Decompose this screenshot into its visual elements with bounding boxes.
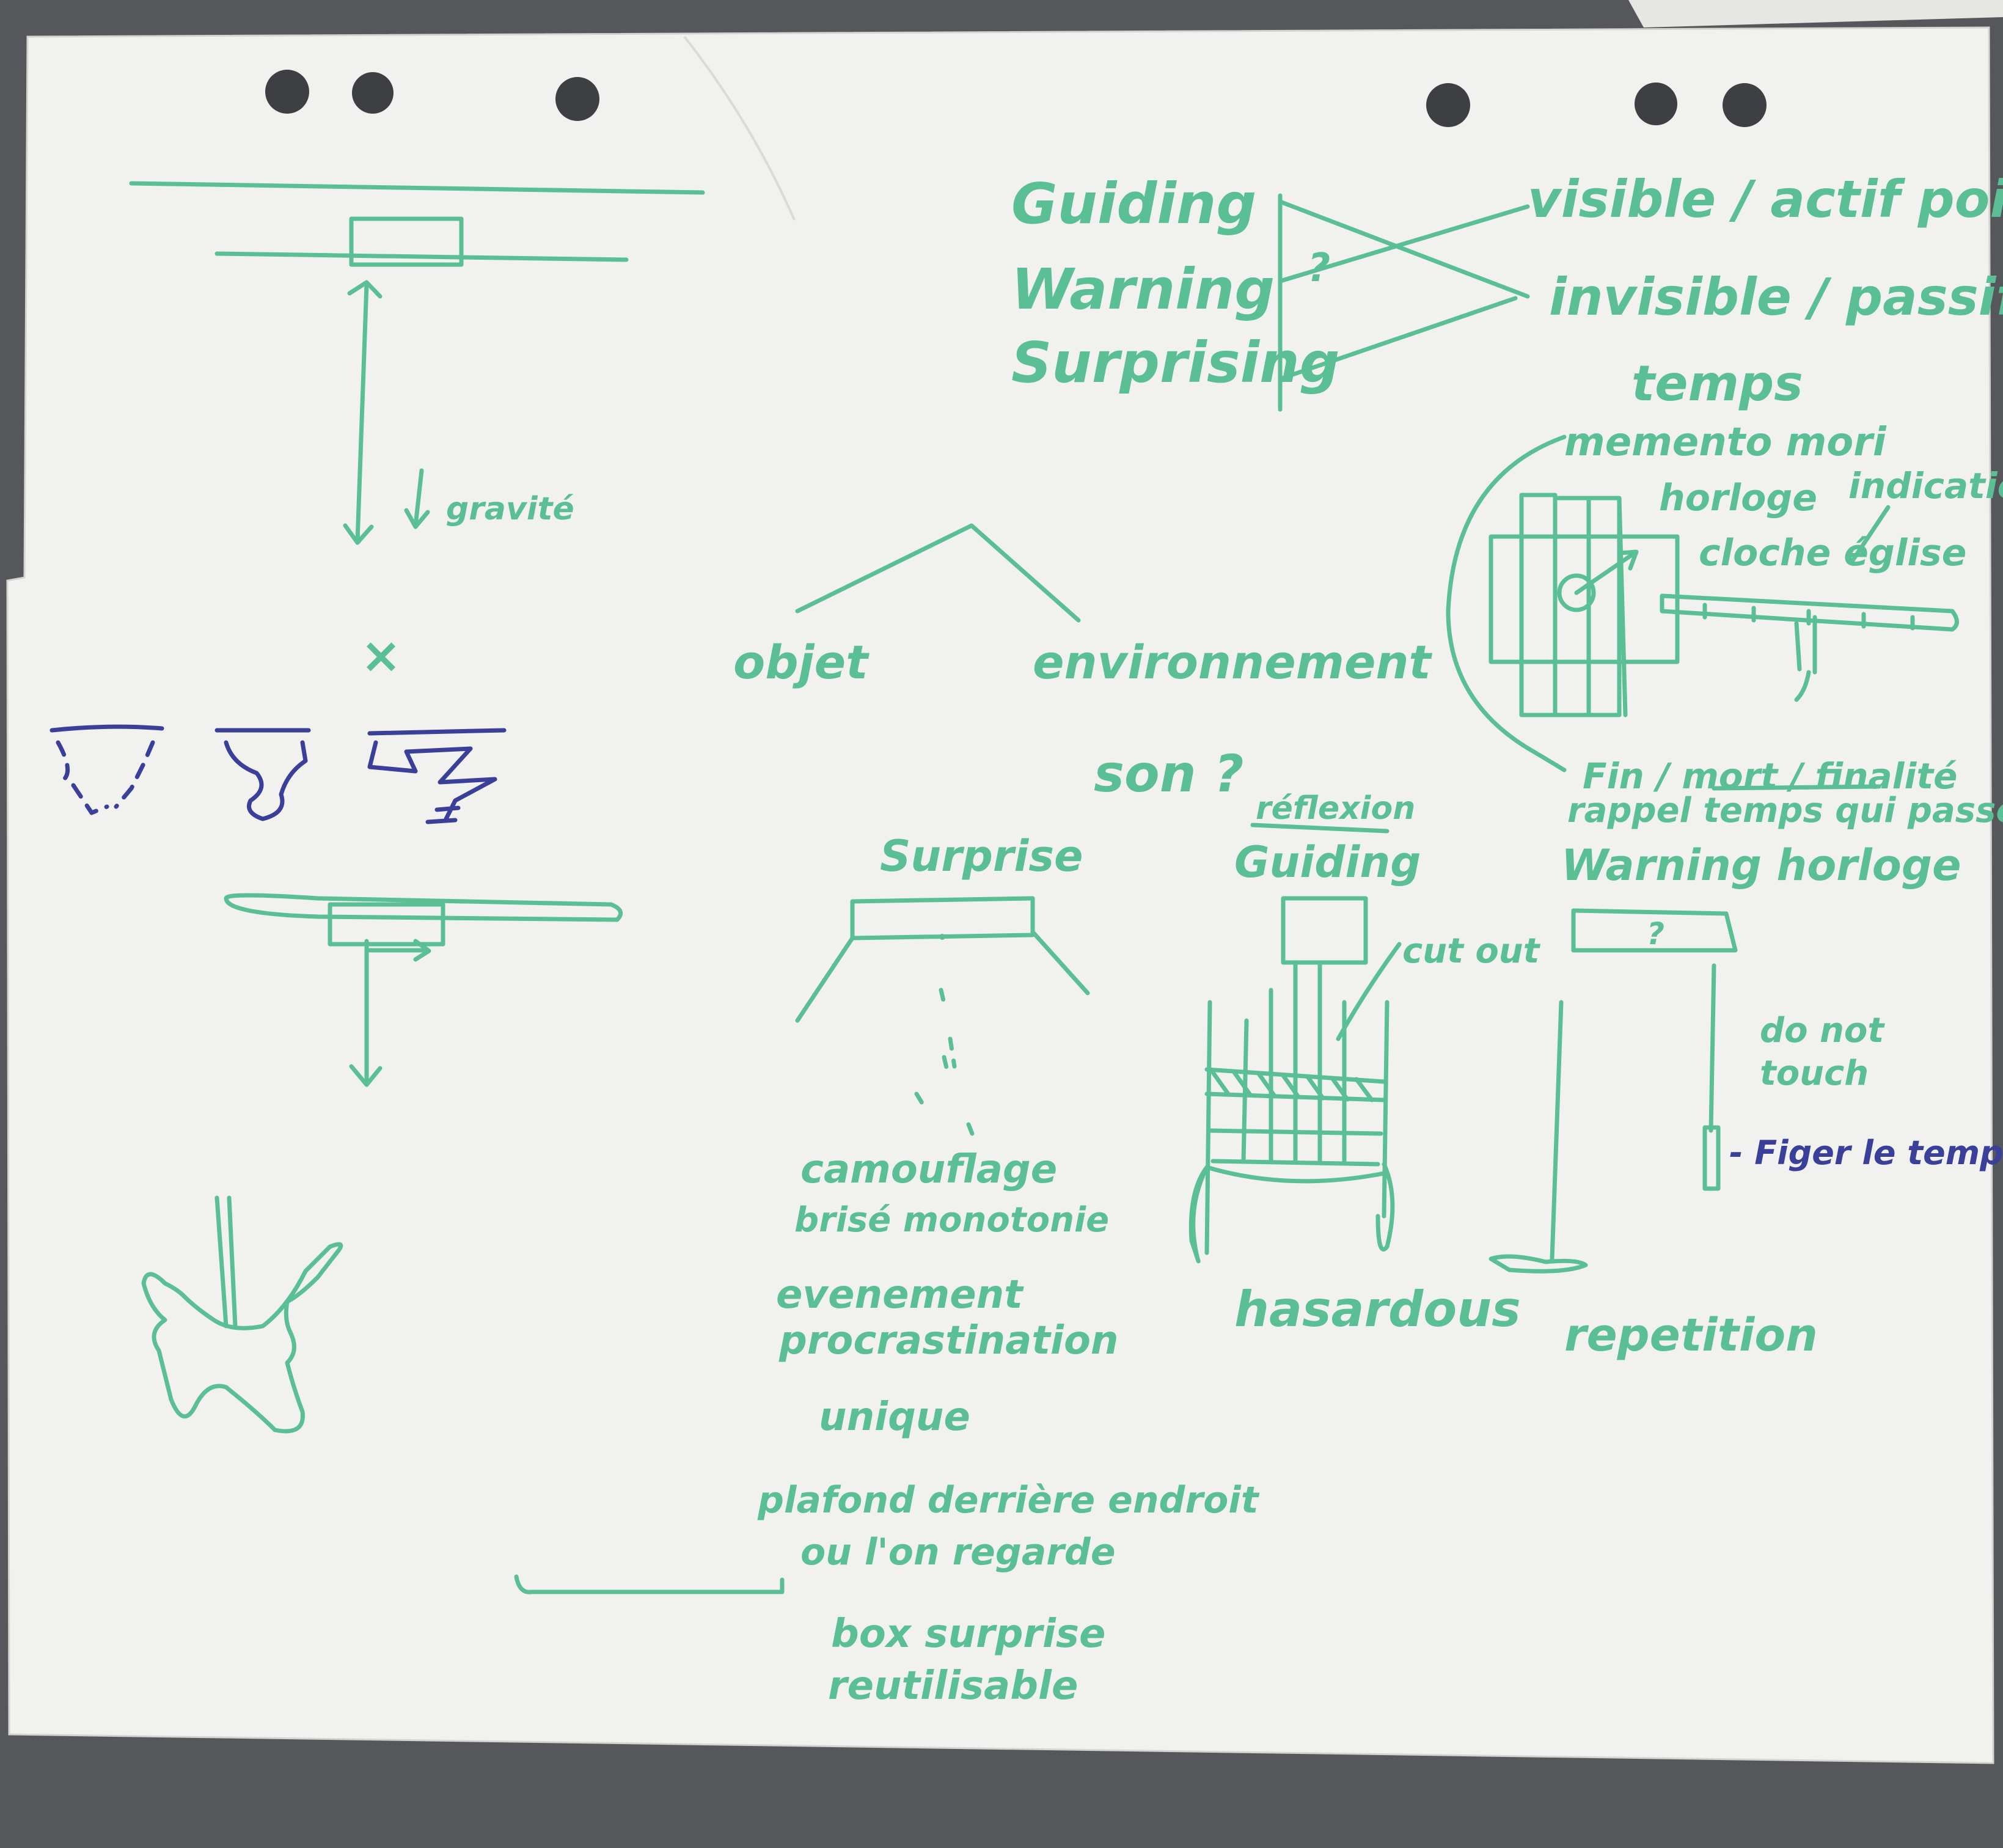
fin-mort-label: Fin / mort / finalité (1583, 755, 1957, 797)
gravity-sketch: gravité × (129, 181, 705, 684)
falling-shapes-sketch (49, 724, 507, 824)
memento-mori-label: memento mori (1564, 420, 1887, 465)
surprising-label: Surprising (1011, 330, 1340, 395)
surprise-label: Surprise (880, 831, 1083, 881)
box-surprise-label: box surprise (831, 1612, 1105, 1657)
guiding-2-label: Guiding (1234, 837, 1421, 887)
guiding-warning-diagram: Guiding Warning Surprising ? visible / a… (1011, 169, 2003, 412)
board-arrow-sketch (224, 893, 623, 1087)
cross-mark: × (361, 627, 401, 684)
gravite-label: gravité (446, 491, 574, 527)
warning-horloge-label: Warning horloge (1561, 840, 1961, 890)
cut-out-label: cut out (1402, 931, 1541, 971)
indication-label: indication (1848, 465, 2003, 507)
repetition-label: repetition (1564, 1309, 1818, 1362)
paper-tape (1628, 0, 2003, 28)
objet-label: objet (733, 635, 870, 689)
camouflage-label: camouflage (800, 1147, 1057, 1192)
rappel-label: rappel temps qui passe (1567, 791, 2003, 831)
plafond-label: plafond derrière endroit (757, 1479, 1260, 1522)
surprise-column: Surprise camouflage brisé monotonie even… (514, 831, 1260, 1709)
unique-label: unique (819, 1395, 970, 1440)
brise-monotonie-label: brisé monotonie (794, 1200, 1109, 1240)
procrastination-label: procrastination (778, 1318, 1118, 1363)
question-mark: ? (1308, 246, 1330, 291)
temps-clock-diagram: temps memento mori horloge indication cl… (1446, 355, 2003, 831)
temps-label: temps (1631, 355, 1803, 412)
paper-fold-crease (683, 35, 796, 221)
reutilisable-label: reutilisable (828, 1663, 1078, 1709)
evenement-label: evenement (776, 1272, 1024, 1318)
guiding-cutout-sketch: réflexion Guiding cut out hasardous (1188, 790, 1541, 1338)
reflexion-label: réflexion (1256, 790, 1415, 827)
guiding-label: Guiding (1011, 171, 1256, 237)
do-not-label: do not (1760, 1011, 1885, 1050)
objet-environnement-diagram: objet environnement son ? (733, 523, 1433, 804)
touch-label: touch (1760, 1054, 1869, 1093)
invisible-passive-label: invisible / passif (1549, 267, 2003, 327)
paper-sheet (6, 26, 1994, 1764)
punch-holes (265, 70, 1767, 127)
environnement-label: environnement (1033, 635, 1433, 689)
horloge-label: horloge (1659, 477, 1817, 519)
cloche-eglise-label: cloche église (1699, 532, 1966, 574)
on-regarde-label: ou l'on regarde (800, 1531, 1116, 1574)
hanging-figure-sketch (141, 1195, 343, 1434)
figer-label: - Figer le temps (1729, 1134, 2003, 1172)
hasardous-label: hasardous (1234, 1281, 1521, 1338)
warning-horloge-sketch: Warning horloge ? do not touch - Figer l… (1489, 840, 2003, 1362)
warning-question-mark: ? (1647, 916, 1664, 952)
visible-active-label: visible / actif poignée (1528, 169, 2003, 229)
warning-label: Warning (1011, 257, 1275, 322)
son-label: son ? (1094, 744, 1243, 804)
